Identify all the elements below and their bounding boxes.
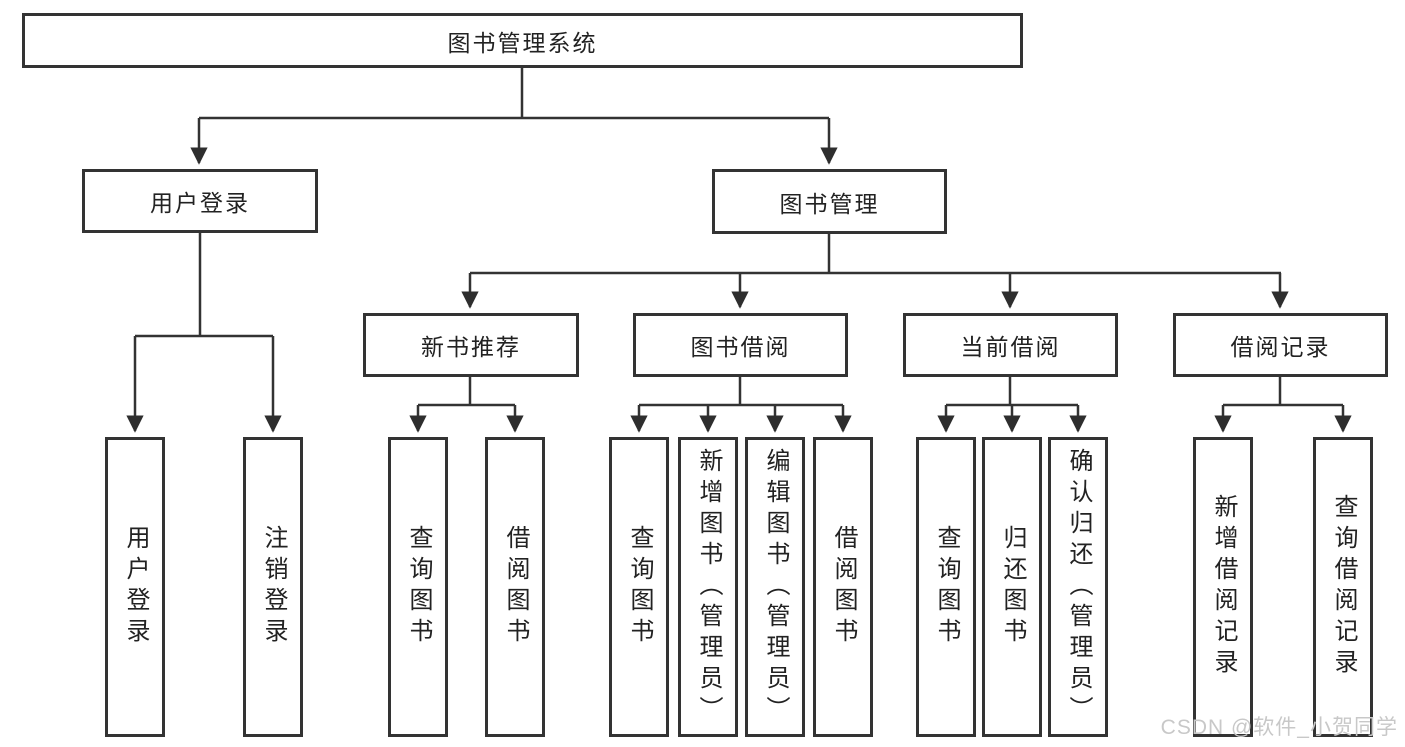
leaf-logout: 注销登录 <box>243 437 303 737</box>
node-label: 图书借阅 <box>690 334 791 360</box>
node-borrowing-records: 借阅记录 <box>1173 313 1388 377</box>
node-user-login: 用户登录 <box>82 169 318 233</box>
node-label: 新增借阅记录 <box>1210 494 1237 680</box>
node-label: 借阅图书 <box>830 525 857 649</box>
node-label: 查询图书 <box>933 525 960 649</box>
node-label: 新书推荐 <box>421 334 521 360</box>
leaf-user-login: 用户登录 <box>105 437 165 737</box>
node-label: 借阅记录 <box>1230 334 1331 360</box>
node-current-borrowing: 当前借阅 <box>903 313 1118 377</box>
node-label: 查询图书 <box>405 525 432 649</box>
leaf-add-borrow-record: 新增借阅记录 <box>1193 437 1253 737</box>
leaf-borrow-books-recommend: 借阅图书 <box>485 437 545 737</box>
node-label: 查询借阅记录 <box>1330 494 1357 680</box>
csdn-watermark: CSDN @软件_小贺同学 <box>1160 716 1398 739</box>
leaf-return-books: 归还图书 <box>982 437 1042 737</box>
node-label: 当前借阅 <box>960 334 1061 360</box>
node-label: 图书管理系统 <box>447 29 598 56</box>
node-book-management: 图书管理 <box>712 169 947 234</box>
leaf-query-books-current: 查询图书 <box>916 437 976 737</box>
arrowheads <box>126 118 1352 433</box>
node-new-book-recommendation: 新书推荐 <box>363 313 579 377</box>
node-label: 编辑图书（管理员） <box>762 447 789 727</box>
node-label: 查询图书 <box>626 525 653 649</box>
node-book-borrowing: 图书借阅 <box>633 313 848 377</box>
leaf-edit-books-admin: 编辑图书（管理员） <box>745 437 805 737</box>
tree-edges <box>135 68 1343 407</box>
leaf-query-books-recommend: 查询图书 <box>388 437 448 737</box>
node-label: 归还图书 <box>999 525 1026 649</box>
node-library-management-system: 图书管理系统 <box>22 13 1023 68</box>
leaf-confirm-return-admin: 确认归还（管理员） <box>1048 437 1108 737</box>
leaf-borrow-books: 借阅图书 <box>813 437 873 737</box>
node-label: 确认归还（管理员） <box>1065 447 1092 727</box>
leaf-query-books-borrow: 查询图书 <box>609 437 669 737</box>
node-label: 图书管理 <box>779 190 880 217</box>
node-label: 注销登录 <box>260 525 287 649</box>
node-label: 借阅图书 <box>502 525 529 649</box>
node-label: 用户登录 <box>122 525 149 649</box>
leaf-add-books-admin: 新增图书（管理员） <box>678 437 738 737</box>
leaf-query-borrow-record: 查询借阅记录 <box>1313 437 1373 737</box>
node-label: 用户登录 <box>150 190 250 216</box>
node-label: 新增图书（管理员） <box>695 447 722 727</box>
